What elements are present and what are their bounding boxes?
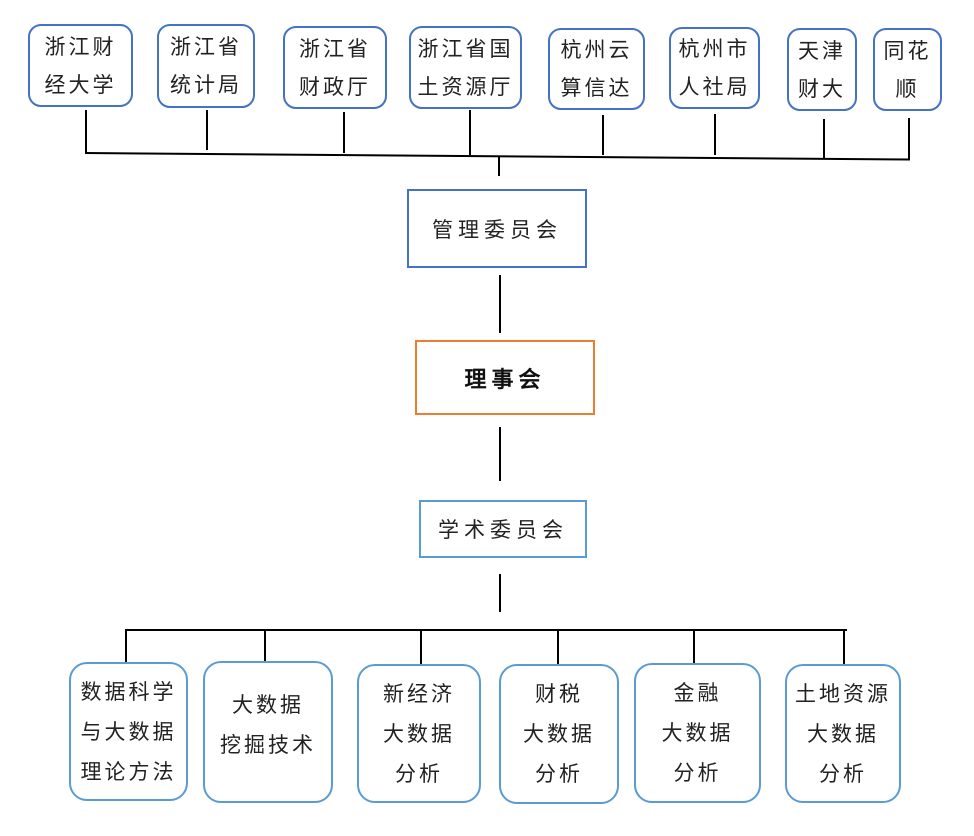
research-unit-box: 土地资源 大数据 分析 — [785, 664, 901, 803]
member-box: 浙江省 统计局 — [157, 24, 255, 108]
connector-line — [498, 156, 500, 176]
member-text: 浙江省 — [170, 35, 242, 59]
connector-line — [714, 114, 716, 155]
connector-line — [206, 110, 208, 150]
connector-line — [499, 275, 501, 333]
research-unit-text: 大数据 — [661, 721, 734, 745]
member-box: 杭州市 人社局 — [669, 27, 760, 109]
member-text: 浙江财 — [44, 34, 117, 59]
member-text: 顺 — [895, 76, 920, 101]
research-unit-text: 数据科学 — [80, 679, 177, 704]
research-unit-text: 分析 — [535, 762, 583, 786]
connector-line — [499, 574, 501, 612]
research-unit-text: 分析 — [819, 761, 867, 786]
board-box: 理事会 — [415, 340, 595, 415]
research-unit-text: 土地资源 — [795, 681, 891, 706]
research-unit-text: 与大数据 — [80, 719, 177, 744]
board-label: 理事会 — [464, 367, 546, 393]
member-text: 财政厅 — [299, 74, 371, 99]
member-box: 浙江省 财政厅 — [283, 26, 387, 109]
member-text: 浙江省 — [299, 36, 371, 61]
member-text: 杭州云 — [560, 38, 633, 62]
connector-line — [125, 629, 127, 663]
member-box: 杭州云 算信达 — [548, 28, 645, 110]
research-unit-text: 分析 — [395, 761, 443, 786]
connector-line — [843, 629, 845, 664]
research-unit-text: 挖掘技术 — [220, 733, 316, 757]
connector-line — [557, 629, 559, 665]
connector-line — [602, 115, 604, 155]
research-unit-box: 金融 大数据 分析 — [634, 663, 761, 803]
member-text: 统计局 — [170, 73, 242, 97]
management-committee-box: 管理委员会 — [407, 189, 587, 268]
connector-line — [420, 629, 422, 665]
research-unit-text: 金融 — [673, 681, 722, 705]
research-unit-text: 大数据 — [383, 721, 455, 746]
research-unit-text: 大数据 — [807, 721, 879, 746]
member-text: 杭州市 — [678, 37, 751, 61]
member-text: 同花 — [883, 38, 932, 63]
member-text: 浙江省国 — [417, 36, 514, 61]
research-unit-box: 数据科学 与大数据 理论方法 — [69, 662, 188, 801]
connector-line — [908, 118, 910, 160]
member-box: 浙江省国 土资源厅 — [409, 26, 522, 109]
connector-line — [823, 119, 825, 159]
connector-line — [693, 629, 695, 664]
research-unit-text: 财税 — [535, 682, 583, 706]
research-unit-text: 大数据 — [523, 722, 595, 746]
member-text: 经大学 — [44, 72, 117, 97]
research-unit-text: 分析 — [673, 761, 722, 785]
connector-line — [469, 110, 471, 155]
connector-line — [264, 629, 266, 661]
member-text: 算信达 — [560, 76, 633, 100]
management-committee-label: 管理委员会 — [432, 217, 562, 242]
member-text: 财大 — [798, 76, 846, 101]
member-text: 土资源厅 — [417, 74, 514, 99]
research-unit-text: 新经济 — [383, 681, 455, 706]
research-unit-box: 大数据 挖掘技术 — [203, 661, 333, 803]
connector-line — [499, 427, 501, 481]
connector-line — [85, 110, 87, 154]
member-text: 人社局 — [678, 75, 751, 99]
connector-line — [343, 112, 345, 153]
member-text: 天津 — [798, 38, 846, 63]
research-unit-box: 新经济 大数据 分析 — [357, 664, 481, 803]
connector-bus-bottom — [125, 629, 847, 631]
academic-committee-label: 学术委员会 — [438, 518, 568, 542]
member-box: 同花 顺 — [873, 28, 942, 111]
research-unit-text: 理论方法 — [80, 759, 177, 784]
member-box: 浙江财 经大学 — [28, 24, 133, 107]
research-unit-text: 大数据 — [232, 693, 304, 717]
member-box: 天津 财大 — [787, 28, 857, 111]
academic-committee-box: 学术委员会 — [419, 500, 587, 558]
research-unit-box: 财税 大数据 分析 — [499, 664, 619, 804]
